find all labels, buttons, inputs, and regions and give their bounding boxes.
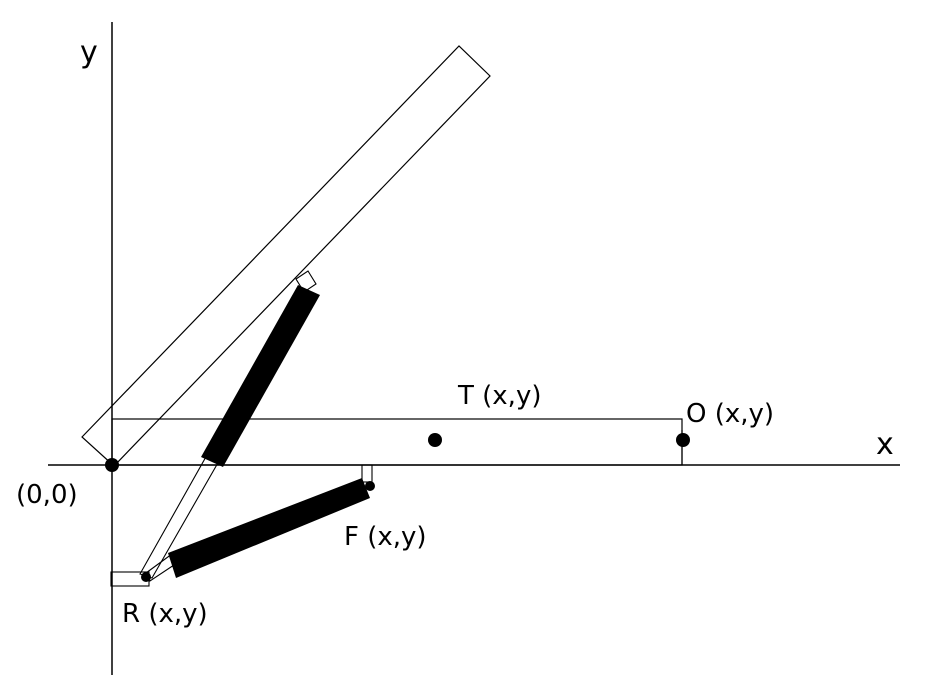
f-label: F (x,y) (344, 522, 427, 552)
o-label: O (x,y) (686, 399, 774, 429)
tilted-outline-rectangle (81, 45, 491, 467)
x-axis-label: x (876, 427, 894, 462)
r-label: R (x,y) (122, 599, 208, 629)
origin-point (105, 458, 119, 472)
lower-black-bar (168, 478, 370, 578)
origin-label: (0,0) (16, 480, 78, 510)
f-point (365, 481, 375, 491)
y-axis-label: y (80, 35, 98, 70)
o-point (676, 433, 690, 447)
upper-black-bar (201, 285, 320, 467)
r-point (141, 572, 151, 582)
f-bracket (361, 464, 373, 483)
t-point (428, 433, 442, 447)
t-label: T (x,y) (457, 381, 541, 411)
horizontal-outline-rectangle (111, 418, 683, 466)
